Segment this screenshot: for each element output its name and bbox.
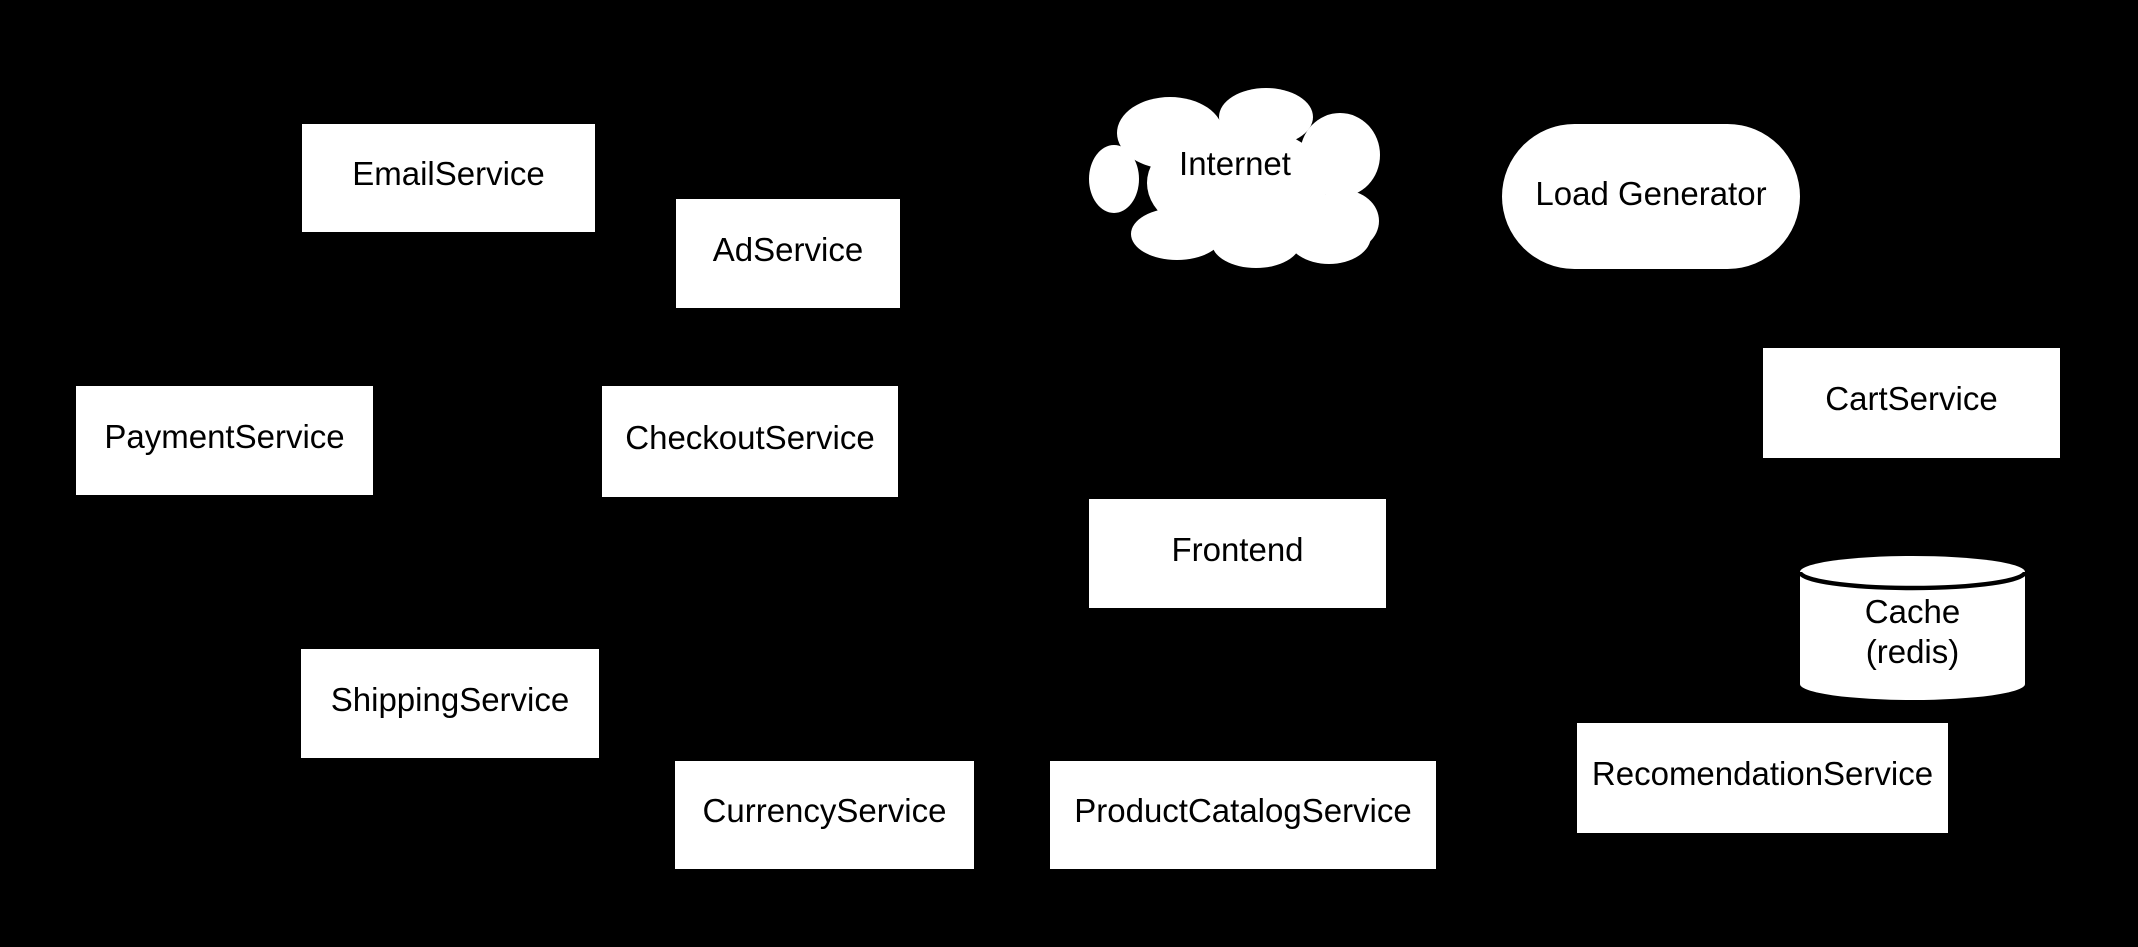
node-cache-redis: Cache (redis) — [1800, 556, 2025, 700]
node-label: PaymentService — [104, 417, 345, 455]
node-label: Load Generator — [1535, 174, 1767, 212]
node-label: Internet — [1179, 145, 1291, 182]
cloud-icon — [1089, 88, 1380, 268]
node-label: CurrencyService — [702, 792, 947, 830]
node-label: Cache (redis) — [1864, 593, 1961, 670]
database-cylinder-icon — [1800, 556, 2025, 700]
node-load-generator: Load Generator — [1502, 124, 1800, 269]
node-label: ProductCatalogService — [1074, 792, 1412, 830]
node-checkout-service: CheckoutService — [602, 386, 898, 497]
node-label: EmailService — [352, 155, 545, 193]
node-label: Frontend — [1171, 530, 1304, 568]
node-label: AdService — [712, 230, 864, 268]
node-ad-service: AdService — [676, 199, 900, 308]
node-label: RecomendationService — [1591, 755, 1934, 793]
node-currency-service: CurrencyService — [675, 761, 974, 869]
node-internet: Internet — [1089, 88, 1381, 268]
node-label: CartService — [1825, 380, 1998, 418]
node-payment-service: PaymentService — [76, 386, 373, 495]
node-shipping-service: ShippingService — [301, 649, 599, 758]
node-frontend: Frontend — [1089, 499, 1386, 608]
node-recomendation-service: RecomendationService — [1577, 723, 1948, 833]
node-label: ShippingService — [330, 680, 570, 718]
node-cart-service: CartService — [1763, 348, 2060, 458]
node-product-catalog-service: ProductCatalogService — [1050, 761, 1436, 869]
node-email-service: EmailService — [302, 124, 595, 232]
node-label: CheckoutService — [625, 418, 875, 456]
